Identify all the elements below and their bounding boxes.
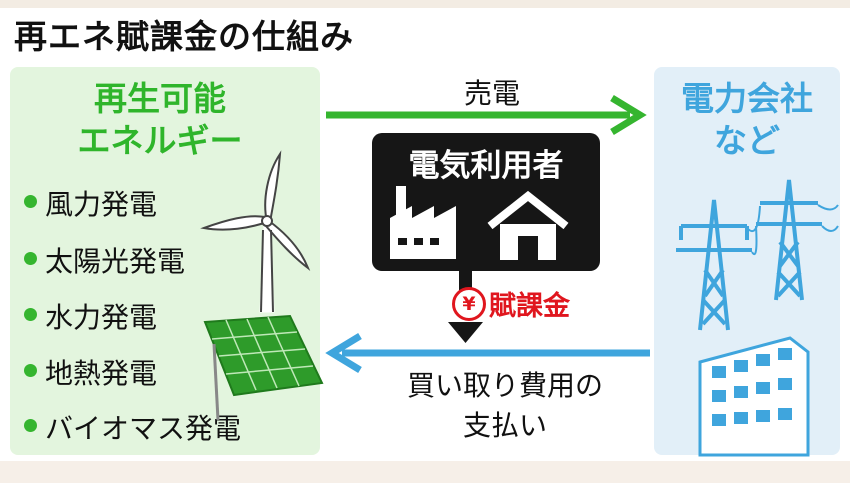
- purchase-payment-label: 買い取り費用の 支払い: [360, 366, 650, 446]
- renewables-title-line1: 再生可能: [94, 79, 226, 118]
- source-label: バイオマス発電: [45, 412, 242, 445]
- house-icon: [487, 190, 569, 260]
- sell-electricity-label: 売電: [463, 77, 520, 110]
- purchase-payment-line1: 買い取り費用の: [406, 369, 603, 402]
- source-label: 太陽光発電: [45, 245, 186, 278]
- bottom-strip: [0, 461, 850, 483]
- bullet-icon: [24, 419, 37, 432]
- power-company-title-line1: 電力会社: [681, 79, 813, 118]
- source-item-hydro: 水力発電: [24, 301, 157, 335]
- power-company-title: 電力会社 など: [654, 78, 840, 162]
- levy-text: 賦課金: [489, 291, 570, 322]
- renewables-title: 再生可能 エネルギー: [10, 78, 310, 162]
- bullet-icon: [24, 252, 37, 265]
- bullet-icon: [24, 195, 37, 208]
- source-item-geothermal: 地熱発電: [24, 357, 157, 391]
- top-strip: [0, 0, 850, 8]
- power-lines: [746, 204, 839, 256]
- renewables-title-line2: エネルギー: [77, 121, 243, 160]
- levy-label: ¥賦課金: [452, 284, 570, 322]
- bullet-icon: [24, 308, 37, 321]
- source-item-solar: 太陽光発電: [24, 245, 185, 279]
- purchase-payment-line2: 支払い: [462, 409, 547, 442]
- electricity-users-label: 電気利用者: [408, 148, 564, 184]
- source-label: 風力発電: [45, 188, 158, 221]
- source-item-wind: 風力発電: [24, 188, 157, 222]
- solar-panel-icon: [203, 314, 324, 421]
- source-label: 水力発電: [45, 301, 158, 334]
- levy-down-arrow: [448, 268, 483, 343]
- page-title: 再エネ賦課金の仕組み: [14, 17, 354, 56]
- bullet-icon: [24, 364, 37, 377]
- office-building-icon: [698, 336, 810, 457]
- power-tower-icon: [676, 199, 752, 331]
- yen-icon: ¥: [452, 286, 486, 321]
- sell-arrow: [326, 95, 647, 135]
- wind-turbine-icon: [200, 150, 311, 313]
- factory-icon: [390, 186, 456, 259]
- source-label: 地熱発電: [45, 357, 158, 390]
- power-company-title-line2: など: [714, 121, 780, 160]
- source-item-biomass: バイオマス発電: [24, 412, 241, 446]
- power-tower-icon: [756, 179, 822, 301]
- payment-arrow: [325, 333, 650, 373]
